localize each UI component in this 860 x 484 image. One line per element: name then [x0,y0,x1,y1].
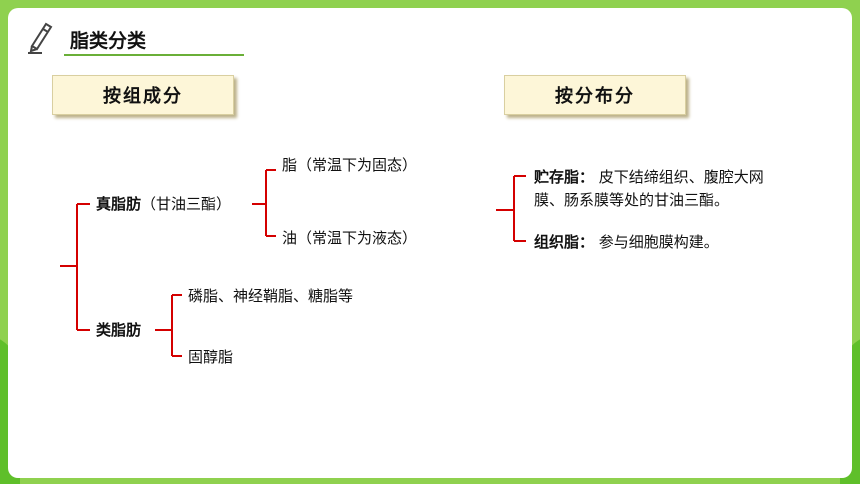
pencil-icon [28,22,53,54]
bracket-distribution [496,175,526,242]
tissue-fat-label: 组织脂： [534,233,595,251]
tissue-fat-desc: 参与细胞膜构建。 [598,233,719,251]
tag-by-composition: 按组成分 [52,75,234,115]
tag-by-distribution: 按分布分 [504,75,686,115]
lipoid-item-2: 固醇脂 [188,348,234,366]
storage-fat-label: 贮存脂： [534,168,595,186]
page-title: 脂类分类 [70,30,147,52]
oil-node: 油（常温下为液态） [282,229,418,247]
true-fat-note: （甘油三酯） [141,195,232,213]
lipoid-node: 类脂肪 [96,321,142,339]
lipoid-item-1: 磷脂、神经鞘脂、糖脂等 [188,287,354,305]
bracket-lipoid [155,294,182,357]
brackets-layer [60,169,526,357]
true-fat-node: 真脂肪（甘油三酯） [96,193,231,214]
title-underline [64,54,244,56]
fat-node: 脂（常温下为固态） [282,156,418,174]
slide-canvas: 脂类分类 按组成分 按分布分 真脂肪（甘油三酯） 脂（常温下为固态） 油（常温下… [8,8,852,478]
bracket-true-fat [252,169,276,237]
storage-fat-desc-1: 皮下结缔组织、腹腔大网 [598,168,764,186]
storage-fat-node: 贮存脂： 皮下结缔组织、腹腔大网 [534,166,764,187]
storage-fat-desc-2: 膜、肠系膜等处的甘油三酯。 [534,191,730,209]
true-fat-label: 真脂肪 [96,195,142,213]
tissue-fat-node: 组织脂： 参与细胞膜构建。 [534,231,719,252]
bracket-main [60,203,90,331]
